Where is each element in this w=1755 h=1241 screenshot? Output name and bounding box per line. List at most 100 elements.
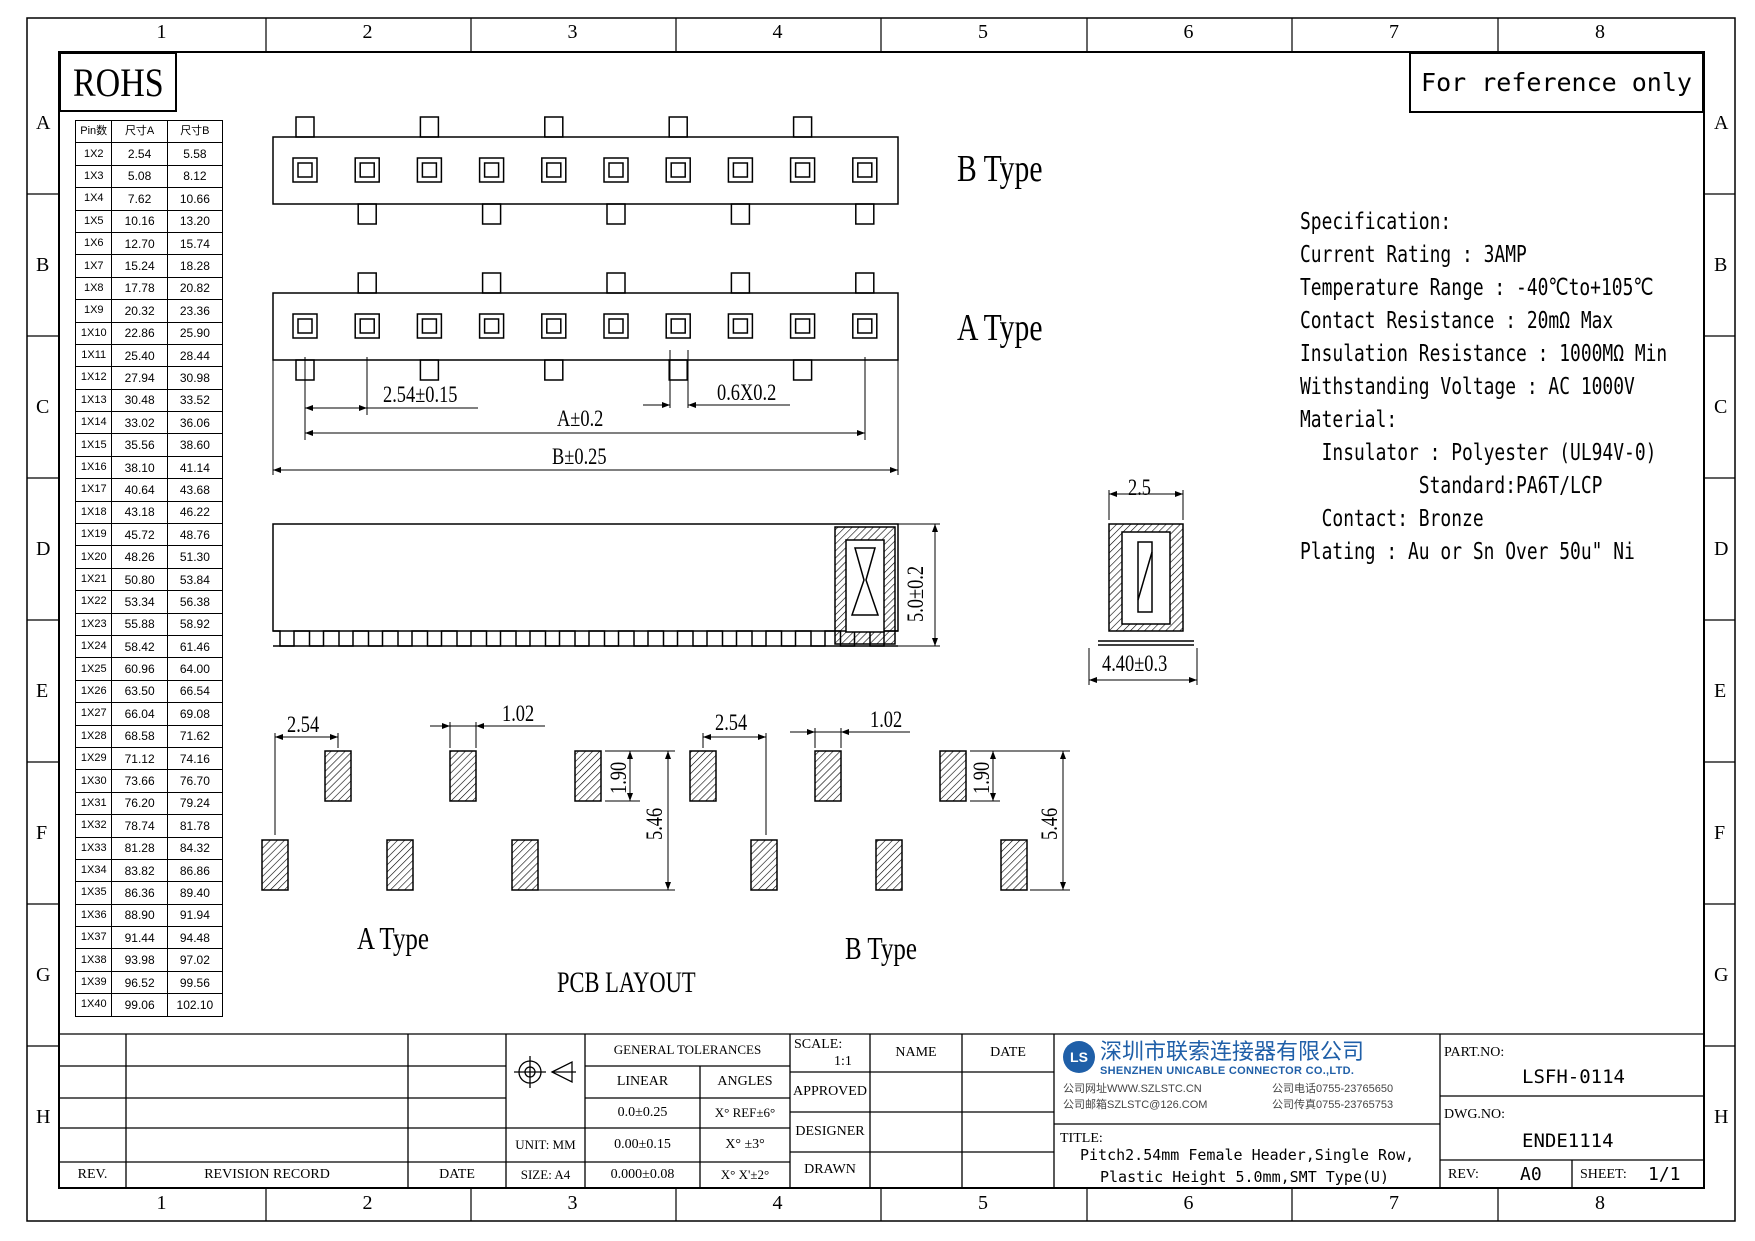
pin-table-cell: 99.06 (111, 993, 168, 1017)
zone-row-label: E (36, 680, 49, 702)
pin-socket-inner (857, 318, 873, 334)
pin-lead-up (481, 272, 502, 294)
dim-pitch: 2.54±0.15 (383, 382, 458, 407)
pin-lead-down (730, 203, 751, 225)
pin-socket (852, 157, 878, 183)
pin-socket (603, 157, 629, 183)
pin-table-cell: 1X33 (74, 836, 113, 860)
tb-dwg-no: ENDE1114 (1522, 1130, 1614, 1152)
pin-socket-inner (359, 162, 375, 178)
pin-table-cell: 102.10 (166, 993, 224, 1017)
pin-table-cell: 33.02 (111, 411, 168, 435)
zone-row-label: H (36, 1106, 51, 1128)
pcb-pad (875, 839, 903, 891)
pin-socket-inner (608, 162, 624, 178)
a-type-top-view (272, 272, 899, 381)
pin-table-cell: 61.46 (166, 634, 224, 659)
front-housing (272, 523, 899, 632)
pin-table-cell: 1X29 (74, 746, 113, 771)
pin-table-cell: 1X40 (74, 993, 113, 1017)
pin-table-cell: 13.20 (166, 209, 224, 233)
pin-table-cell: 71.62 (166, 724, 224, 748)
tb-part-no-label: PART.NO: (1444, 1045, 1505, 1060)
dim-pcb-a-pad-len: 1.90 (606, 761, 631, 794)
spec-line: Contact Resistance : 20mΩ Max (1300, 308, 1614, 334)
pin-table-cell: 27.94 (111, 366, 168, 390)
pin-table-cell: 89.40 (166, 881, 224, 905)
pin-socket (727, 313, 754, 339)
pcb-pad (1000, 839, 1028, 891)
pin-lead-down (419, 359, 440, 381)
zone-col-label: 3 (567, 1192, 578, 1214)
pin-table-cell: 1X13 (74, 388, 113, 413)
pin-table-cell: 76.20 (111, 791, 168, 816)
pin-table-cell: 1X6 (74, 231, 113, 256)
company-email: 公司邮箱SZLSTC@126.COM (1063, 1099, 1208, 1111)
pin-table-cell: 93.98 (111, 948, 168, 972)
pin-socket (541, 157, 567, 183)
dim-arrow (330, 734, 338, 740)
pin-socket-inner (421, 162, 438, 178)
tb-revision-record: REVISION RECORD (204, 1167, 330, 1182)
pin-table-cell: 7.62 (111, 187, 168, 211)
pin-socket-inner (546, 162, 562, 178)
company-name-cn: 深圳市联索连接器有限公司 (1100, 1039, 1365, 1064)
spec-line: Specification: (1300, 209, 1452, 235)
company-logo: LS (1063, 1041, 1095, 1073)
zone-row-label: B (36, 254, 50, 276)
pin-socket-inner (732, 162, 749, 178)
side-view (1098, 523, 1194, 646)
spec-line: Current Rating : 3AMP (1300, 242, 1527, 268)
pin-socket (665, 157, 691, 183)
pin-table-cell: 23.36 (166, 299, 224, 323)
pin-table-cell: 1X12 (74, 366, 113, 390)
pin-table-cell: 66.04 (111, 702, 168, 726)
tb-title-line1: Pitch2.54mm Female Header,Single Row, (1080, 1146, 1415, 1164)
pin-socket (603, 313, 629, 339)
pin-table-cell: 71.12 (111, 746, 168, 771)
pin-table-cell: 1X30 (74, 769, 113, 793)
pin-table-cell: 1X14 (74, 411, 113, 435)
pin-socket (416, 157, 443, 183)
pin-table-cell: 1X32 (74, 814, 113, 838)
pin-table-cell: 1X21 (74, 567, 113, 592)
pin-table-cell: 45.72 (111, 523, 168, 547)
pcb-pad (750, 839, 778, 891)
pin-socket-inner (670, 318, 686, 334)
company-web: 公司网址WWW.SZLSTC.CN (1063, 1083, 1202, 1095)
pin-lead-up (419, 116, 440, 138)
pin-table-cell: 1X38 (74, 948, 113, 972)
spec-line: Insulation Resistance : 1000MΩ Min (1300, 341, 1668, 367)
zone-col-label: 7 (1389, 21, 1399, 43)
pin-socket (541, 313, 567, 339)
tb-lin3: 0.000±0.08 (610, 1167, 675, 1182)
pin-socket-inner (546, 318, 562, 334)
pin-socket (292, 313, 318, 339)
pin-table-cell: 86.36 (111, 881, 168, 905)
dimension-lines (272, 350, 1198, 891)
tb-rev-label: REV: (1448, 1167, 1479, 1182)
zone-grid (27, 18, 1735, 1221)
pcb-pad (386, 839, 414, 891)
dim-arrow (990, 793, 996, 801)
dim-arrow (932, 638, 938, 646)
dim-height: 5.0±0.2 (903, 565, 928, 622)
pin-table-cell: 74.16 (166, 746, 224, 771)
pcb-pad (261, 839, 289, 891)
zone-col-label: 2 (362, 21, 373, 43)
pin-table-cell: 1X23 (74, 612, 113, 636)
pin-socket-inner (608, 318, 624, 334)
zone-row-label: C (36, 396, 50, 418)
